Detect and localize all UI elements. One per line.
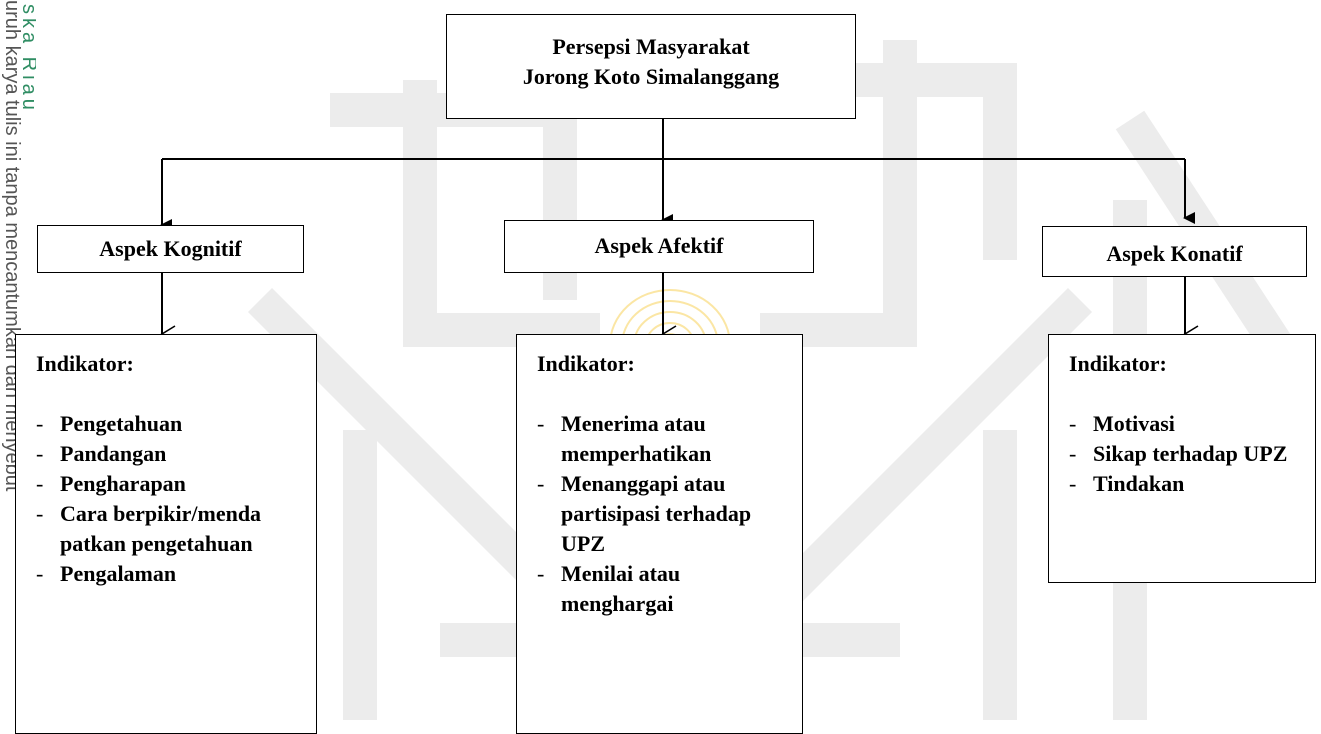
indicator-item-text: Pandangan: [60, 441, 167, 466]
indicator-item-text: Cara berpikir/mendapatkan pengetahuan: [60, 501, 262, 556]
list-item: -Motivasi: [1069, 409, 1295, 439]
list-item: -Pandangan: [36, 439, 296, 469]
aspect-label-kognitif: Aspek Kognitif: [99, 236, 242, 261]
indicator-item-text: Pengetahuan: [60, 411, 183, 436]
list-item: -Pengetahuan: [36, 409, 296, 439]
indicator-box-kognitif: Indikator: -Pengetahuan -Pandangan -Peng…: [15, 334, 317, 734]
list-item: -Menerima atau memperhatikan: [537, 409, 782, 469]
list-item: -Menanggapi atau partisipasi terhadap UP…: [537, 469, 782, 559]
aspect-box-kognitif: Aspek Kognitif: [37, 225, 304, 273]
aspect-box-afektif: Aspek Afektif: [504, 220, 814, 273]
indicator-item-text: Menerima atau memperhatikan: [561, 411, 712, 466]
aspect-box-konatif: Aspek Konatif: [1042, 226, 1307, 277]
indicator-item-text: Sikap terhadap UPZ: [1093, 441, 1288, 466]
indicator-item-text: Menanggapi atau partisipasi terhadap UPZ: [561, 471, 752, 556]
list-item: -Sikap terhadap UPZ: [1069, 439, 1295, 469]
indicator-item-text: Menilai atau menghargai: [561, 561, 681, 616]
indicator-title: Indikator:: [1069, 351, 1167, 376]
indicator-title: Indikator:: [36, 351, 134, 376]
root-title-line-1: Persepsi Masyarakat: [552, 34, 750, 59]
side-text-line-2: ska Riau: [18, 4, 36, 114]
list-item: -Menilai atau menghargai: [537, 559, 782, 619]
indicator-title: Indikator:: [537, 351, 635, 376]
aspect-label-afektif: Aspek Afektif: [594, 233, 724, 258]
indicator-item-text: Pengharapan: [60, 471, 186, 496]
list-item: -Pengharapan: [36, 469, 296, 499]
indicator-box-afektif: Indikator: -Menerima atau memperhatikan …: [516, 334, 803, 734]
root-box: Persepsi Masyarakat Jorong Koto Simalang…: [446, 14, 856, 119]
indicator-item-text: Tindakan: [1093, 471, 1185, 496]
indicator-item-text: Pengalaman: [60, 561, 177, 586]
list-item: -Tindakan: [1069, 469, 1295, 499]
root-title-line-2: Jorong Koto Simalanggang: [522, 64, 780, 89]
list-item: -Cara berpikir/mendapatkan pengetahuan: [36, 499, 296, 559]
indicator-box-konatif: Indikator: -Motivasi -Sikap terhadap UPZ…: [1048, 334, 1316, 583]
list-item: -Pengalaman: [36, 559, 296, 589]
indicator-item-text: Motivasi: [1093, 411, 1175, 436]
aspect-label-konatif: Aspek Konatif: [1106, 241, 1243, 266]
